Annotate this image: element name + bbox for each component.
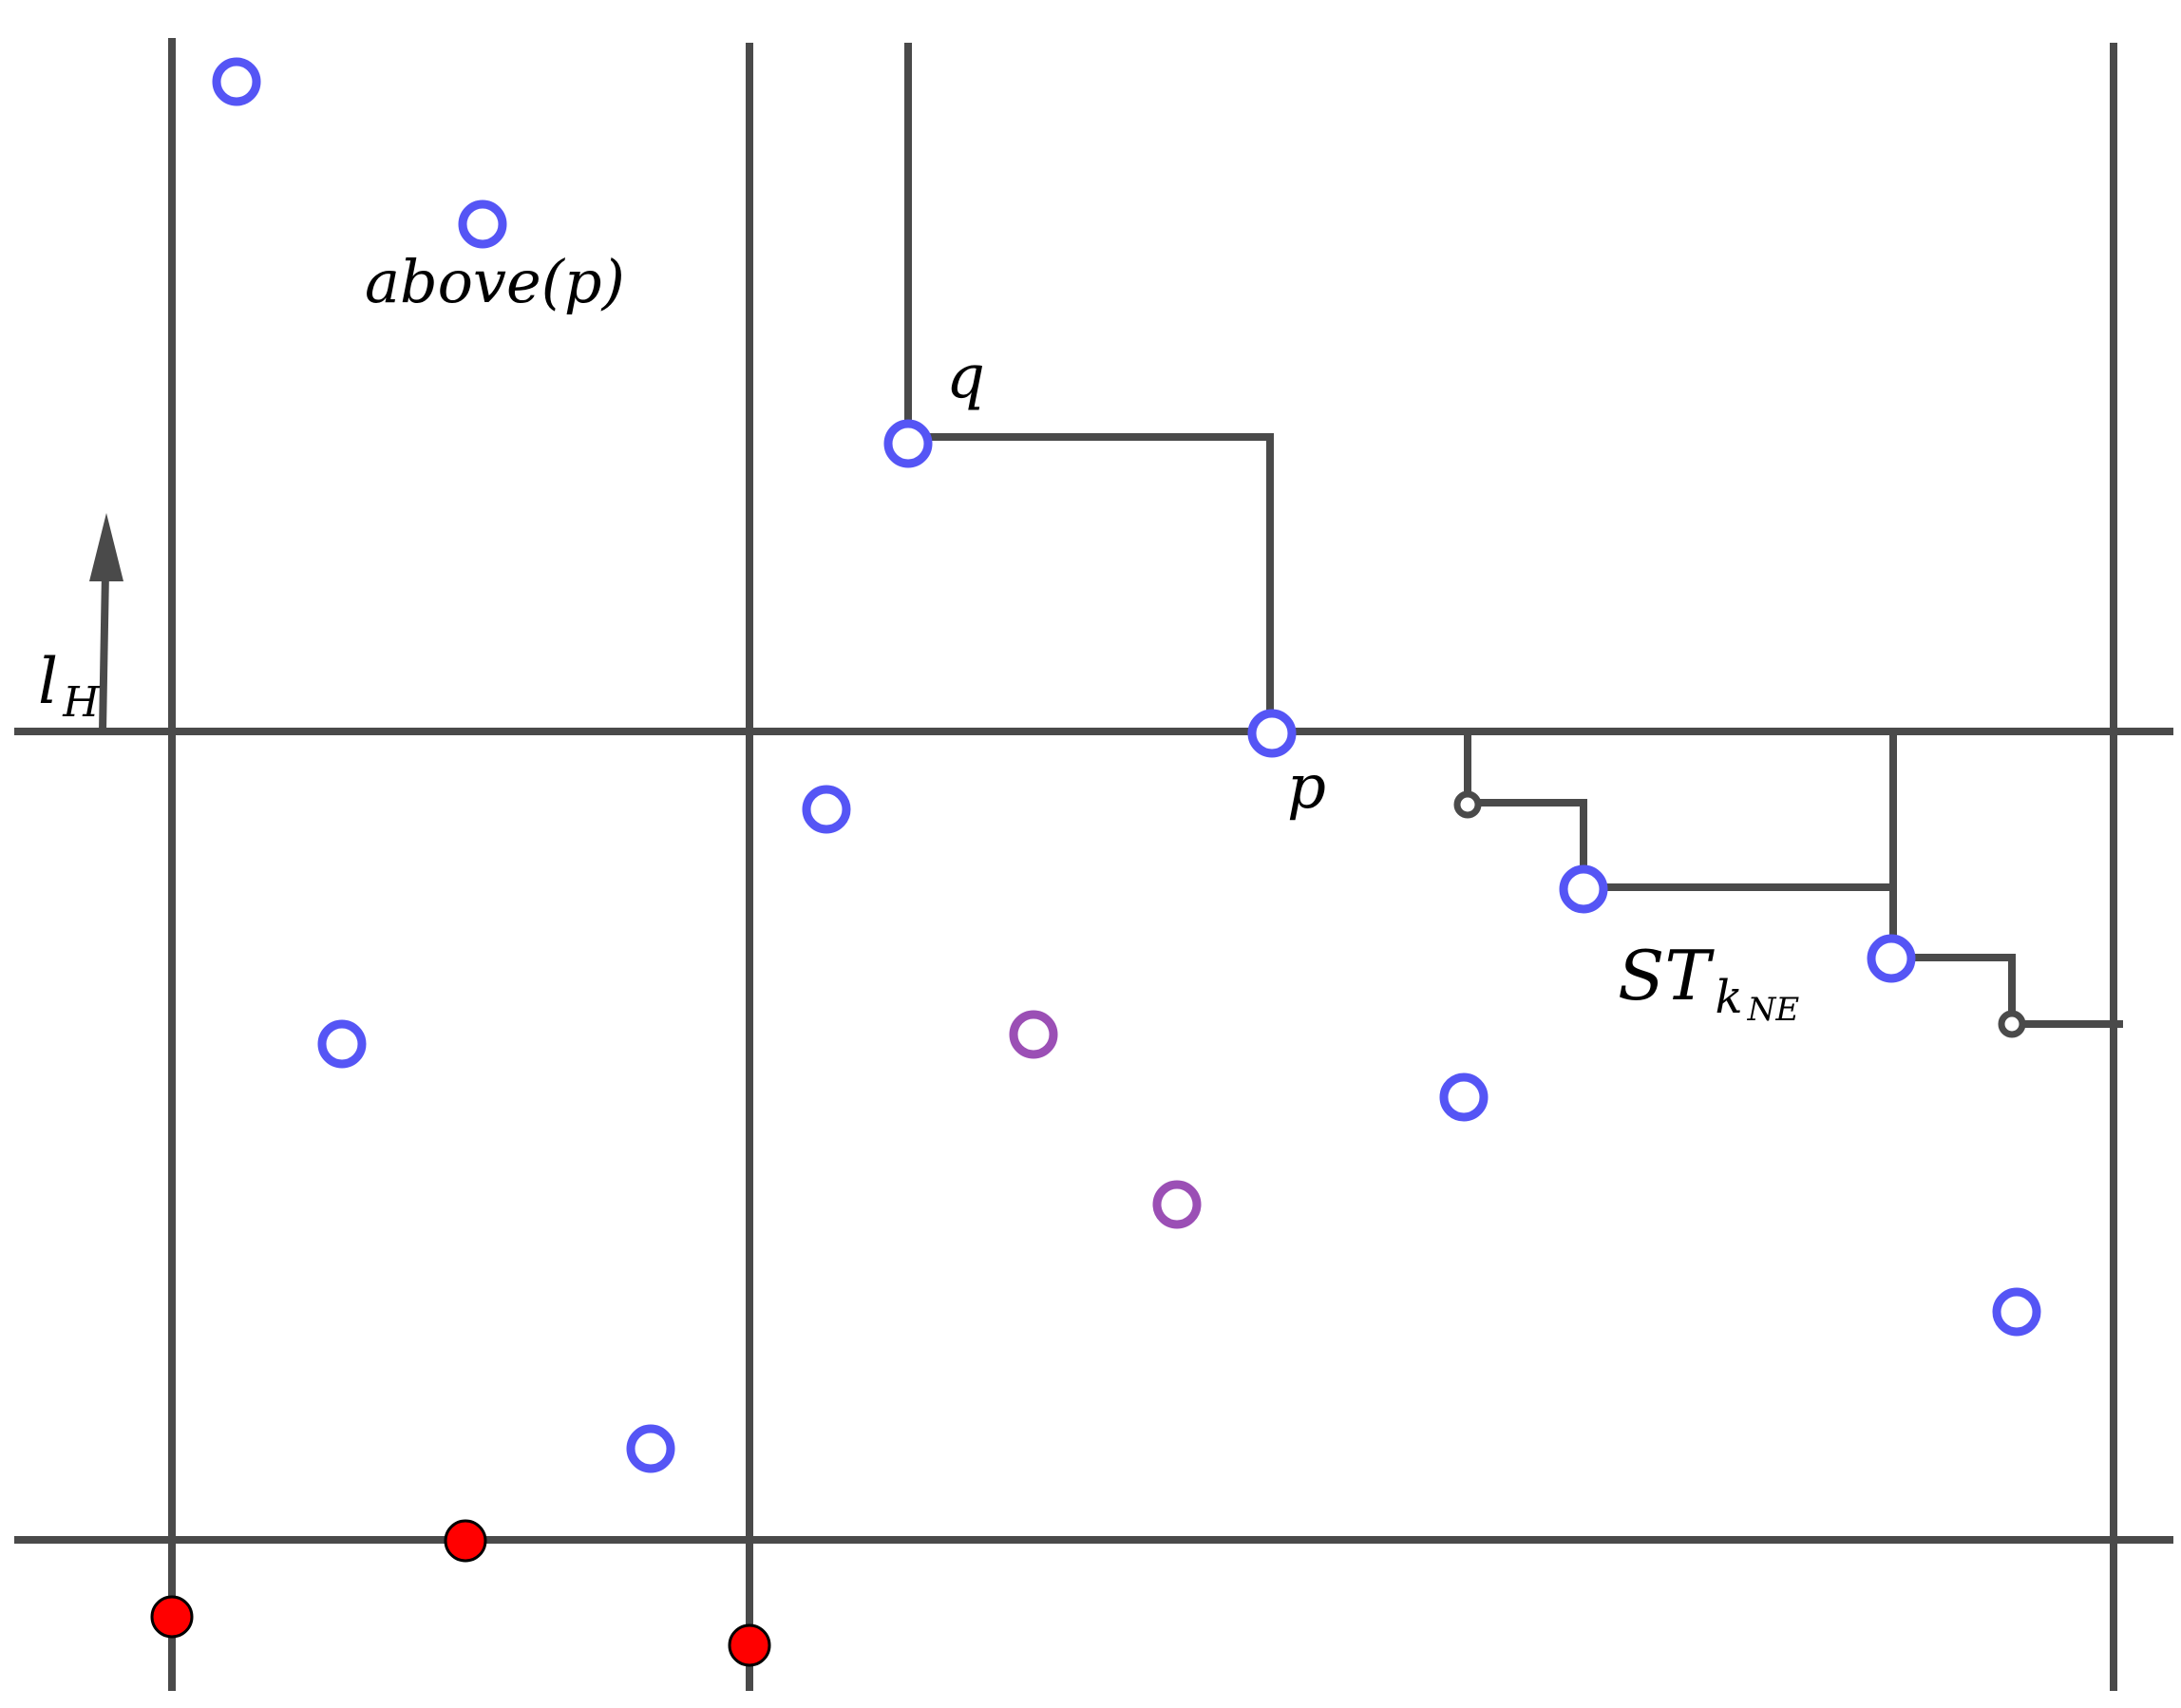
- label-lh-subscript: H: [62, 678, 101, 727]
- tree-segment-stub-1: [1464, 731, 1587, 887]
- label-st-k-ne: ST k NE: [1618, 936, 1799, 1029]
- blue-point: [1867, 934, 1916, 983]
- steiner-node-1: [1453, 790, 1482, 819]
- purple-point: [1009, 1010, 1058, 1059]
- blue-point-q: [883, 419, 933, 468]
- label-lh-main: l: [38, 645, 58, 718]
- label-above-p: above(p): [365, 247, 625, 316]
- label-st-k: k: [1715, 971, 1742, 1024]
- purple-points: [1009, 1010, 1202, 1229]
- red-point: [444, 1519, 487, 1563]
- blue-point: [1992, 1287, 2041, 1337]
- label-lh: l H: [38, 645, 101, 727]
- label-p: p: [1287, 752, 1326, 823]
- tree-segment-right-step: [1893, 954, 2123, 1028]
- tree-segment-q-to-p: [908, 433, 1274, 731]
- blue-point: [802, 785, 851, 834]
- blue-point: [317, 1019, 367, 1069]
- blue-point: [1439, 1072, 1489, 1122]
- label-st-main: ST: [1618, 936, 1715, 1015]
- label-st-k-subscript: NE: [1747, 991, 1800, 1029]
- blue-points: [212, 57, 2041, 1473]
- blue-point-above-p: [458, 199, 507, 249]
- sweep-arrow-head: [89, 513, 123, 581]
- sweep-arrow-shaft: [99, 571, 109, 732]
- blue-point: [212, 57, 261, 106]
- purple-point: [1152, 1180, 1202, 1229]
- red-point: [728, 1623, 771, 1667]
- blue-point: [626, 1424, 675, 1473]
- red-points: [150, 1519, 771, 1667]
- steiner-node-2: [1998, 1010, 2026, 1038]
- blue-point: [1559, 864, 1608, 914]
- red-point: [150, 1595, 194, 1639]
- blue-point-p: [1247, 709, 1297, 758]
- label-q: q: [946, 342, 985, 412]
